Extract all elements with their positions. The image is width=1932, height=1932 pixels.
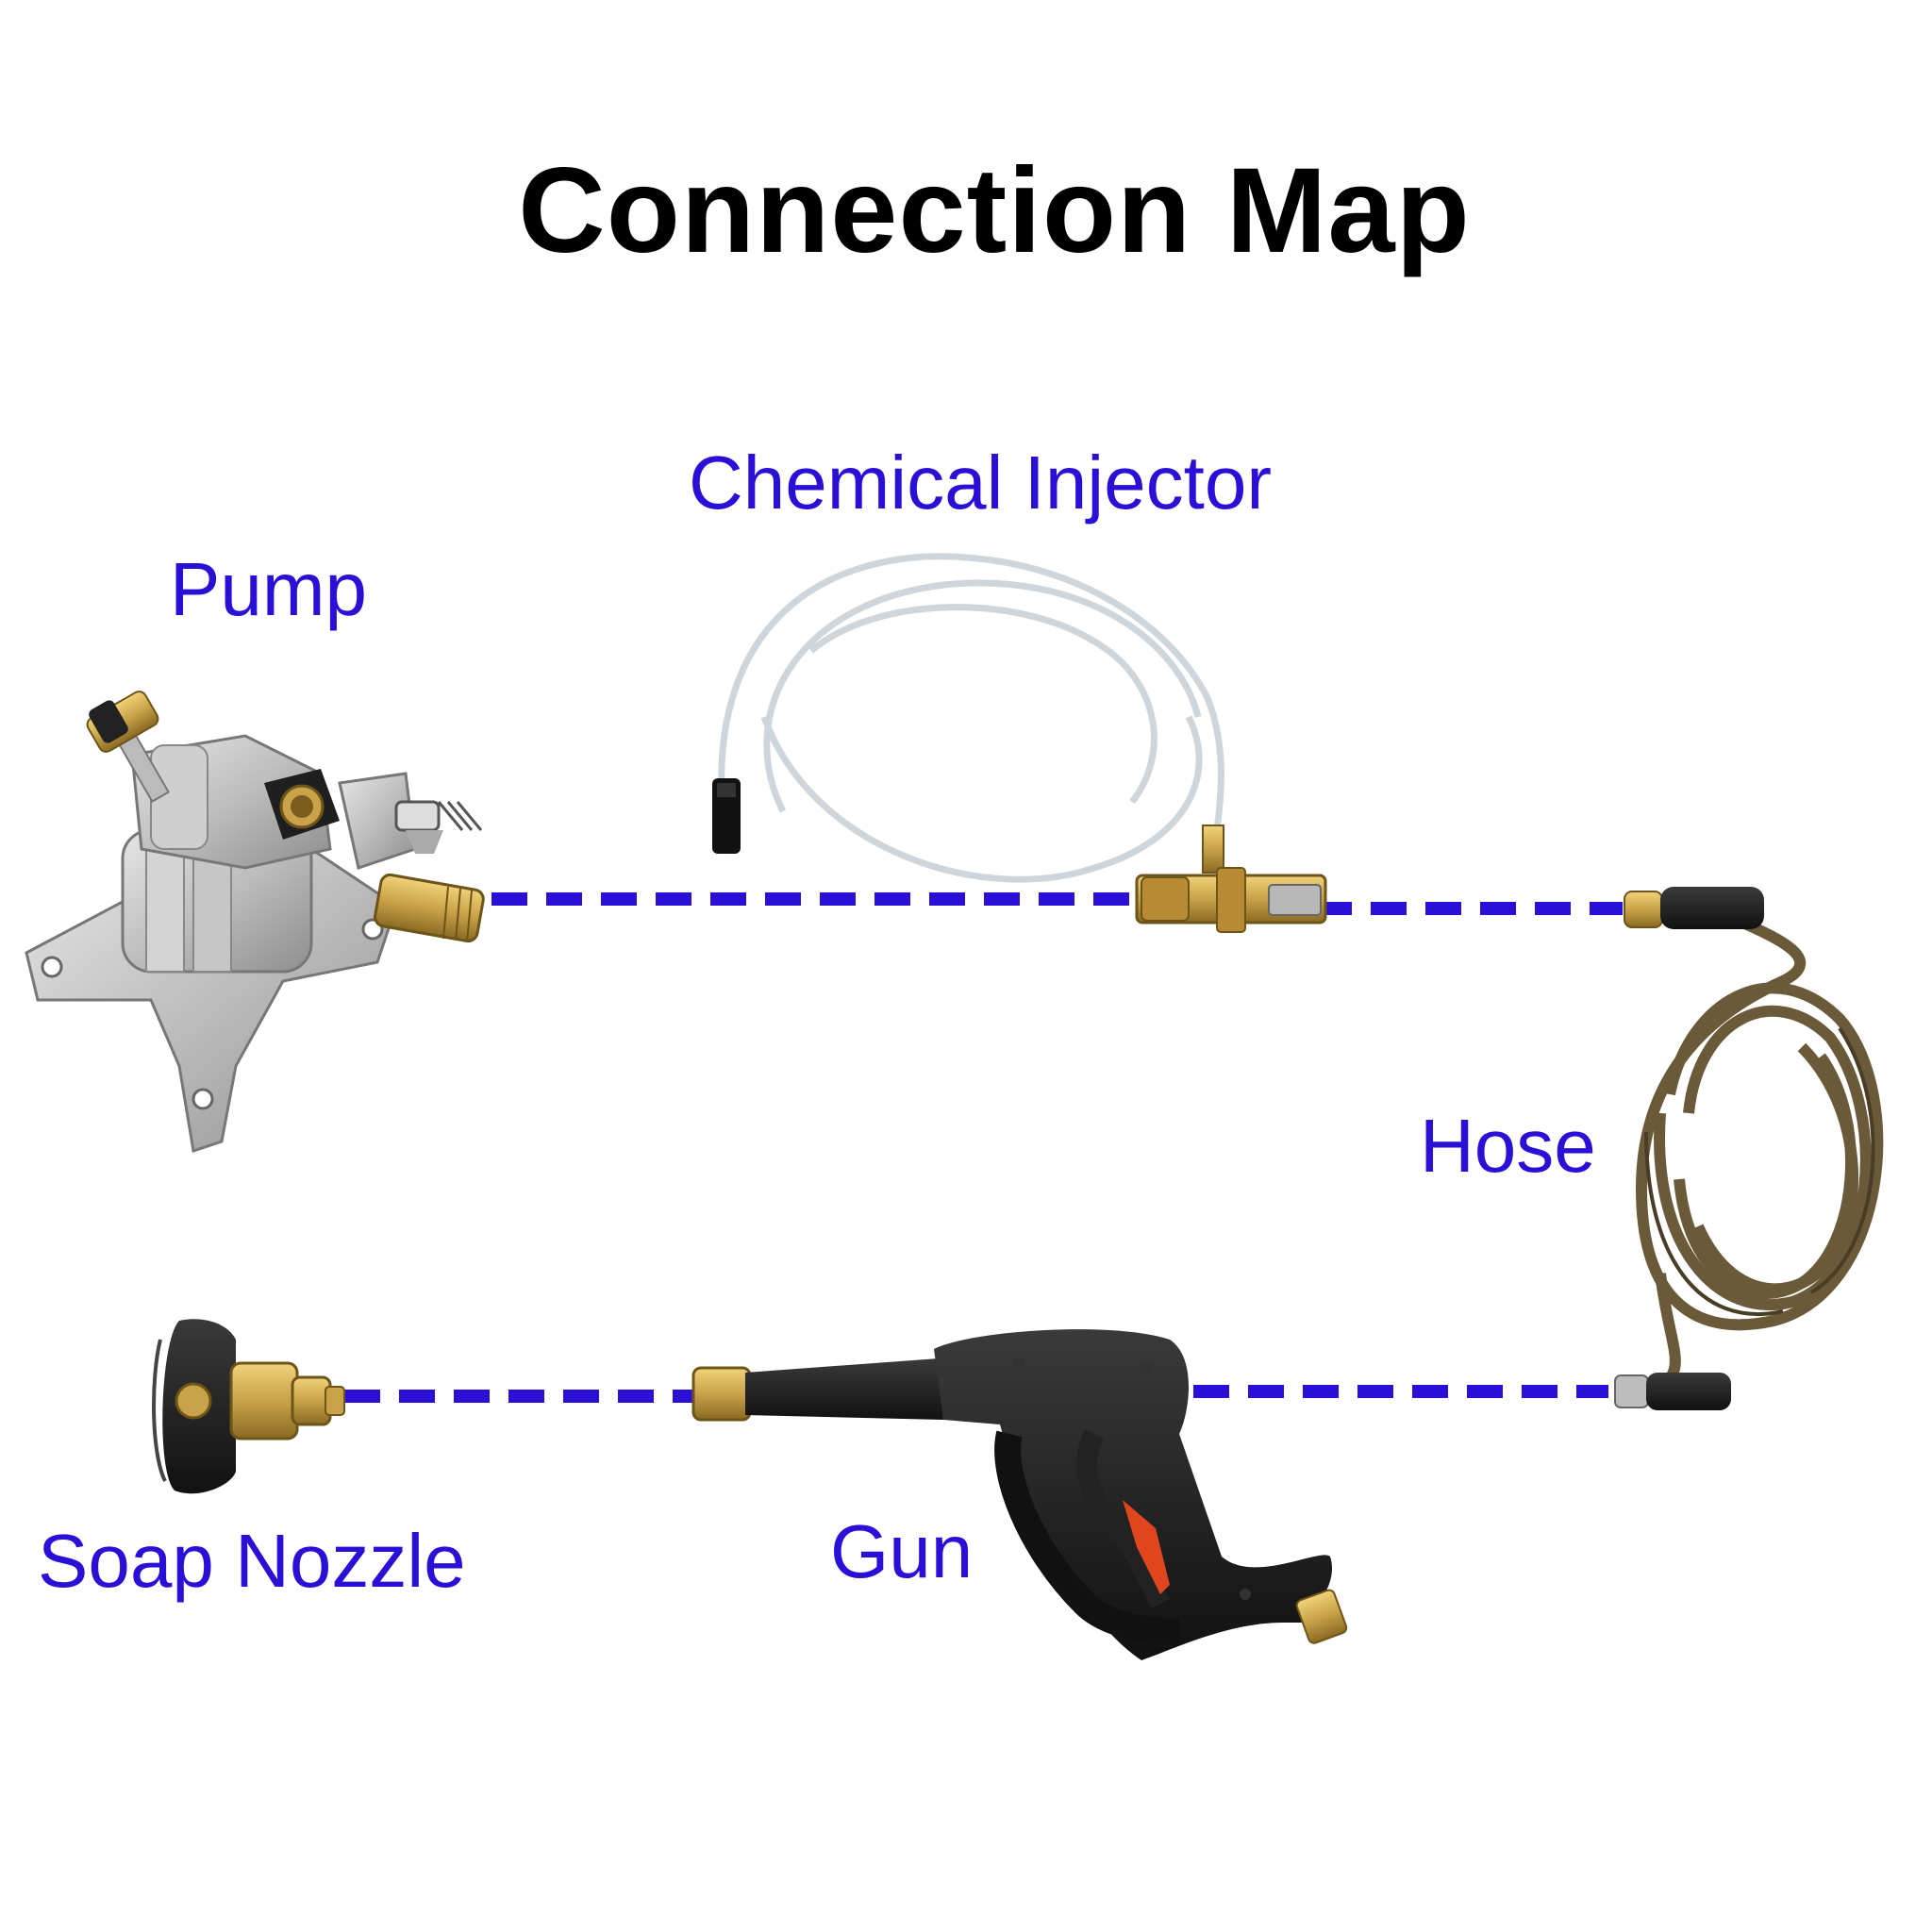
chemical-injector-label: Chemical Injector bbox=[689, 441, 1273, 525]
pump-label: Pump bbox=[170, 547, 367, 631]
soap-nozzle-icon bbox=[152, 1319, 345, 1494]
page-title: Connection Map bbox=[518, 143, 1471, 278]
soap-nozzle-label: Soap Nozzle bbox=[38, 1519, 466, 1603]
spray-gun-icon bbox=[691, 1329, 1348, 1660]
chemical-injector-icon bbox=[712, 553, 1327, 933]
hose-icon bbox=[1614, 887, 1884, 1410]
pump-icon bbox=[25, 691, 485, 1153]
gun-label: Gun bbox=[830, 1509, 974, 1593]
hose-label: Hose bbox=[1420, 1104, 1596, 1188]
